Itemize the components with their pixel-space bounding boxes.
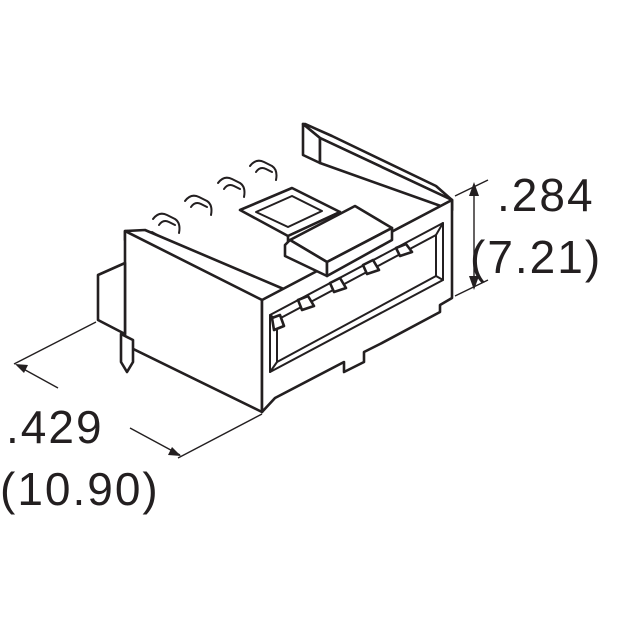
rear-body bbox=[301, 122, 454, 212]
front-contacts bbox=[270, 242, 414, 332]
height-inches-label: .284 bbox=[497, 169, 595, 221]
width-millimeters-label: (10.90) bbox=[0, 463, 160, 515]
housing-body bbox=[96, 198, 454, 414]
rear-pins bbox=[151, 159, 278, 241]
height-dimension bbox=[454, 179, 489, 297]
width-dimension bbox=[13, 321, 263, 459]
latch-window bbox=[238, 186, 394, 278]
width-inches-label: .429 bbox=[6, 401, 104, 453]
height-millimeters-label: (7.21) bbox=[470, 231, 603, 283]
pcb-pin bbox=[119, 332, 135, 374]
